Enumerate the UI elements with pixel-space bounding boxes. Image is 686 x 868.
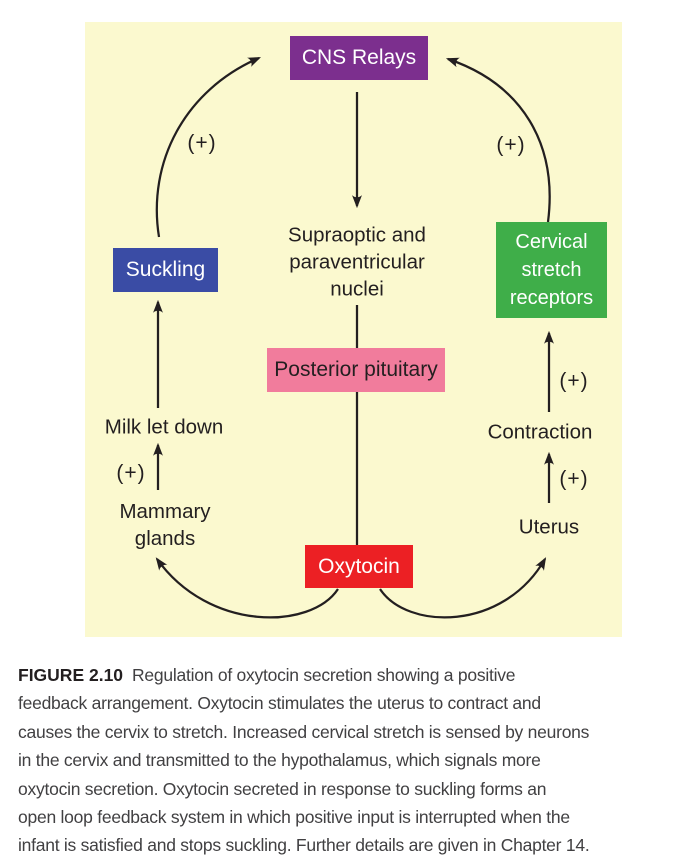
label-mammary-line: Mammary bbox=[119, 500, 211, 523]
label-supraoptic-paraventricular-nuclei: Supraoptic and paraventricular nuclei bbox=[288, 222, 426, 303]
node-suckling: Suckling bbox=[113, 248, 218, 292]
caption-line-7: infant is satisfied and stops suckling. … bbox=[18, 835, 590, 856]
label-contraction: Contraction bbox=[487, 420, 593, 444]
figure-caption: FIGURE 2.10 Regulation of oxytocin secret… bbox=[18, 661, 678, 860]
node-cervical-stretch-receptors: Cervical stretch receptors bbox=[496, 222, 607, 318]
node-cervical-label-line: stretch bbox=[521, 259, 582, 281]
plus-sign-contraction-to-receptors: (+) bbox=[559, 369, 589, 393]
caption-line-5: oxytocin secretion. Oxytocin secreted in… bbox=[18, 778, 547, 799]
label-nuclei-line: nuclei bbox=[330, 277, 384, 301]
caption-line-2: feedback arrangement. Oxytocin stimulate… bbox=[18, 693, 541, 714]
caption-line-4: in the cervix and transmitted to the hyp… bbox=[18, 750, 541, 771]
label-mammary-glands: Mammary glands bbox=[119, 498, 210, 552]
figure-number: FIGURE 2.10 bbox=[18, 665, 124, 685]
caption-line-1: FIGURE 2.10 Regulation of oxytocin secret… bbox=[18, 661, 678, 689]
node-suckling-label: Suckling bbox=[125, 258, 206, 281]
arrow-layer bbox=[153, 56, 554, 619]
label-uterus: Uterus bbox=[518, 515, 580, 539]
node-posterior-pituitary: Posterior pituitary bbox=[267, 348, 445, 392]
plus-sign-mammary-to-milk: (+) bbox=[116, 461, 146, 485]
node-cns-relays-label: CNS Relays bbox=[301, 46, 417, 69]
arrow-suckling-to-cns bbox=[155, 56, 261, 238]
arrow-oxytocin-to-mammary bbox=[155, 557, 339, 619]
node-oxytocin-label: Oxytocin bbox=[318, 554, 400, 578]
plus-sign-uterus-to-contraction: (+) bbox=[559, 467, 589, 491]
node-cervical-label-line: Cervical bbox=[515, 231, 588, 253]
plus-sign-receptors-to-cns: (+) bbox=[496, 133, 526, 157]
node-posterior-pituitary-label: Posterior pituitary bbox=[274, 358, 438, 381]
caption-line-6: open loop feedback system in which posit… bbox=[18, 807, 570, 828]
label-mammary-line: glands bbox=[134, 527, 196, 550]
node-cervical-label-line: receptors bbox=[509, 287, 594, 309]
plus-sign-suckling-to-cns: (+) bbox=[187, 131, 217, 155]
node-oxytocin: Oxytocin bbox=[305, 545, 413, 588]
label-nuclei-line: paraventricular bbox=[289, 250, 425, 274]
arrow-receptors-to-cns bbox=[445, 57, 551, 223]
caption-text: Regulation of oxytocin secretion showing… bbox=[132, 665, 516, 685]
label-nuclei-line: Supraoptic and bbox=[288, 223, 426, 247]
arrow-oxytocin-to-uterus bbox=[379, 557, 547, 619]
node-cns-relays: CNS Relays bbox=[290, 36, 428, 80]
label-milk-let-down: Milk let down bbox=[104, 415, 224, 439]
oxytocin-feedback-diagram: CNS Relays Suckling Cervical stretch rec… bbox=[85, 22, 622, 637]
caption-line-3: causes the cervix to stretch. Increased … bbox=[18, 721, 590, 742]
